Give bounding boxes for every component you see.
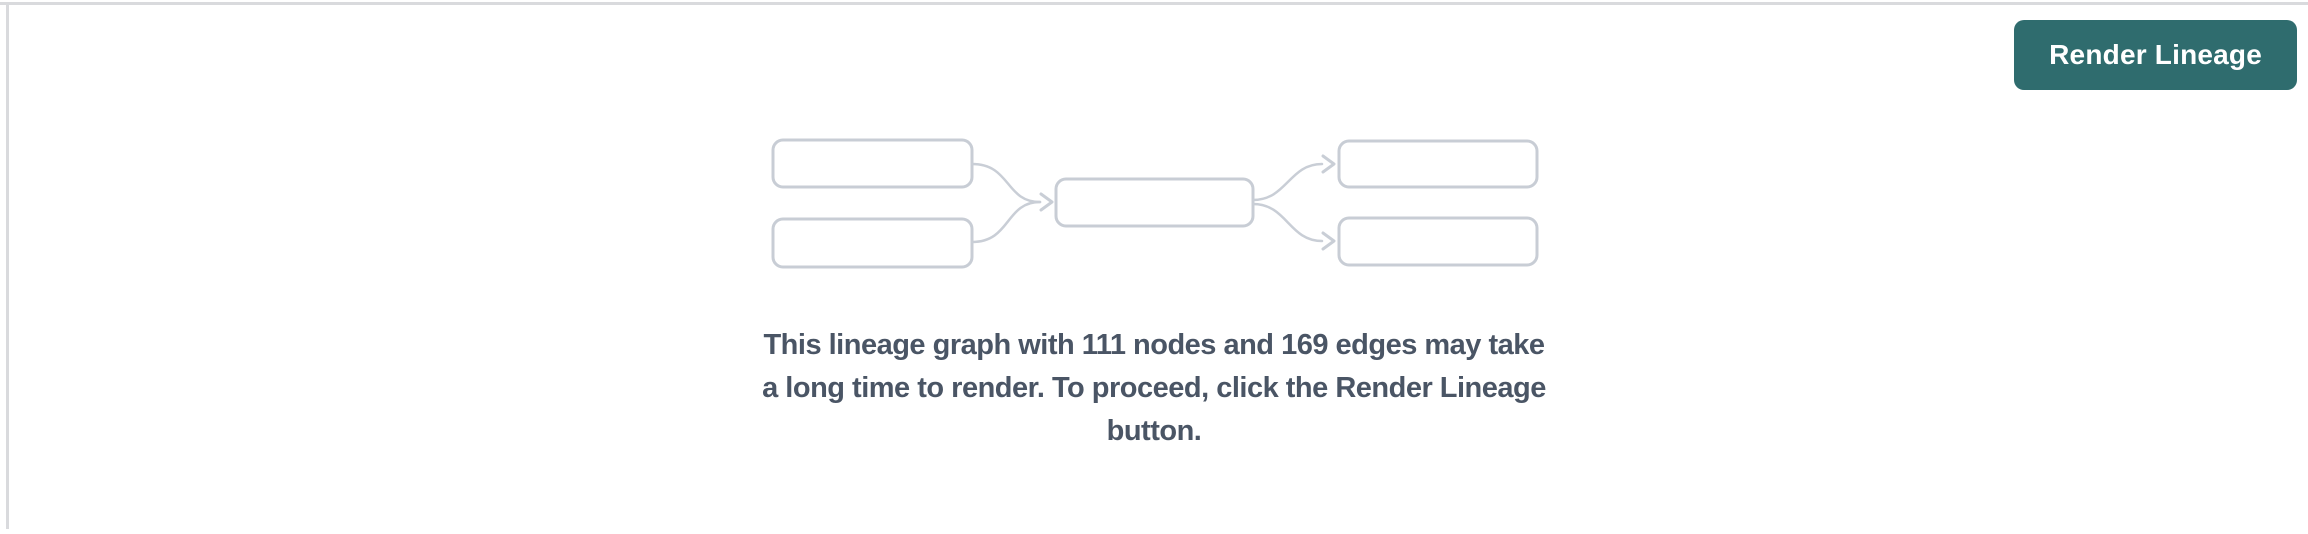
message-line: a long time to render. To proceed, click… (762, 372, 1546, 404)
arrowhead-into-right-bottom (1321, 231, 1336, 251)
placeholder-node-left-top (771, 138, 974, 189)
message-line: button. (1106, 415, 1202, 447)
empty-state-message: This lineage graph with 111 nodes and 16… (0, 324, 2308, 453)
edge-middle-to-right-top (1251, 162, 1324, 202)
placeholder-node-right-top (1337, 139, 1539, 189)
placeholder-node-left-bottom (771, 217, 974, 269)
arrowhead-into-middle (1039, 192, 1054, 212)
message-line: This lineage graph with 111 nodes and 16… (763, 329, 1545, 361)
edge-middle-to-right-bottom (1251, 202, 1324, 243)
render-lineage-button[interactable]: Render Lineage (2014, 20, 2297, 90)
top-divider (0, 2, 2308, 5)
edge-left-bottom-to-middle (970, 200, 1042, 244)
placeholder-nodes (771, 138, 1539, 269)
placeholder-node-middle (1054, 177, 1255, 228)
arrowhead-into-right-top (1321, 154, 1336, 174)
edge-left-top-to-middle (970, 162, 1042, 204)
placeholder-edges (970, 154, 1336, 251)
left-divider (6, 2, 9, 529)
lineage-placeholder-diagram (771, 138, 1539, 269)
placeholder-node-right-bottom (1337, 216, 1539, 267)
